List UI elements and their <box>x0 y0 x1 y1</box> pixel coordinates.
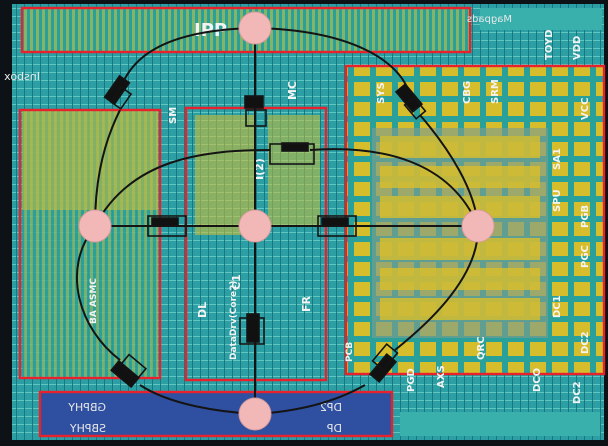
label-left: Insbox <box>4 70 40 83</box>
label-mid-center-rot: DataDrv(Core2) <box>229 280 239 360</box>
label-right-top-4: VDD <box>572 36 583 60</box>
label-right-top-5: SRM <box>490 79 501 104</box>
label-right-bot-2: DCO <box>532 368 543 392</box>
label-right-bot-5: AXS <box>436 365 447 388</box>
left-block-gold <box>22 110 158 210</box>
node-center <box>239 210 271 242</box>
label-mid-center-d: DL <box>196 302 209 318</box>
label-mid-center-top: MC <box>286 81 299 100</box>
label-right-mid-3: PGB <box>580 205 591 228</box>
label-right-mid-1: SA1 <box>552 148 563 170</box>
bottom-right-pad <box>400 412 600 436</box>
label-right-bot-4: DC2 <box>572 381 583 404</box>
label-mid-left: SM <box>168 107 179 124</box>
label-right-top-3: TOYD <box>544 29 555 60</box>
label-right-mid-6: DC2 <box>580 331 591 354</box>
node-right <box>462 210 494 242</box>
node-bottom <box>239 398 271 430</box>
center-gold-b <box>268 115 320 225</box>
label-right-top-6: VCC <box>580 98 591 120</box>
label-left-bottom: BA ASMC <box>89 278 99 324</box>
label-right-bot-1: PCB <box>345 342 355 362</box>
label-right-mid-4: PGC <box>580 245 591 268</box>
label-right-mid-2: SPU <box>552 189 563 212</box>
label-right-top-2: CBG <box>462 81 473 104</box>
node-left <box>79 210 111 242</box>
label-mid-center-fr: FR <box>300 295 313 312</box>
label-bottom-4: DP <box>327 422 342 435</box>
label-right-bot-3: QRC <box>476 336 487 360</box>
node-top <box>239 12 271 44</box>
label-bottom-1: SBPHY <box>70 422 106 435</box>
label-right-mid-5: DC1 <box>552 295 563 318</box>
label-bottom-2: GBPHY <box>68 401 106 414</box>
label-right-top-1: SYS <box>376 82 387 104</box>
label-right-bot-6: PGD <box>406 368 417 392</box>
label-top-right: Magpads <box>467 14 512 25</box>
